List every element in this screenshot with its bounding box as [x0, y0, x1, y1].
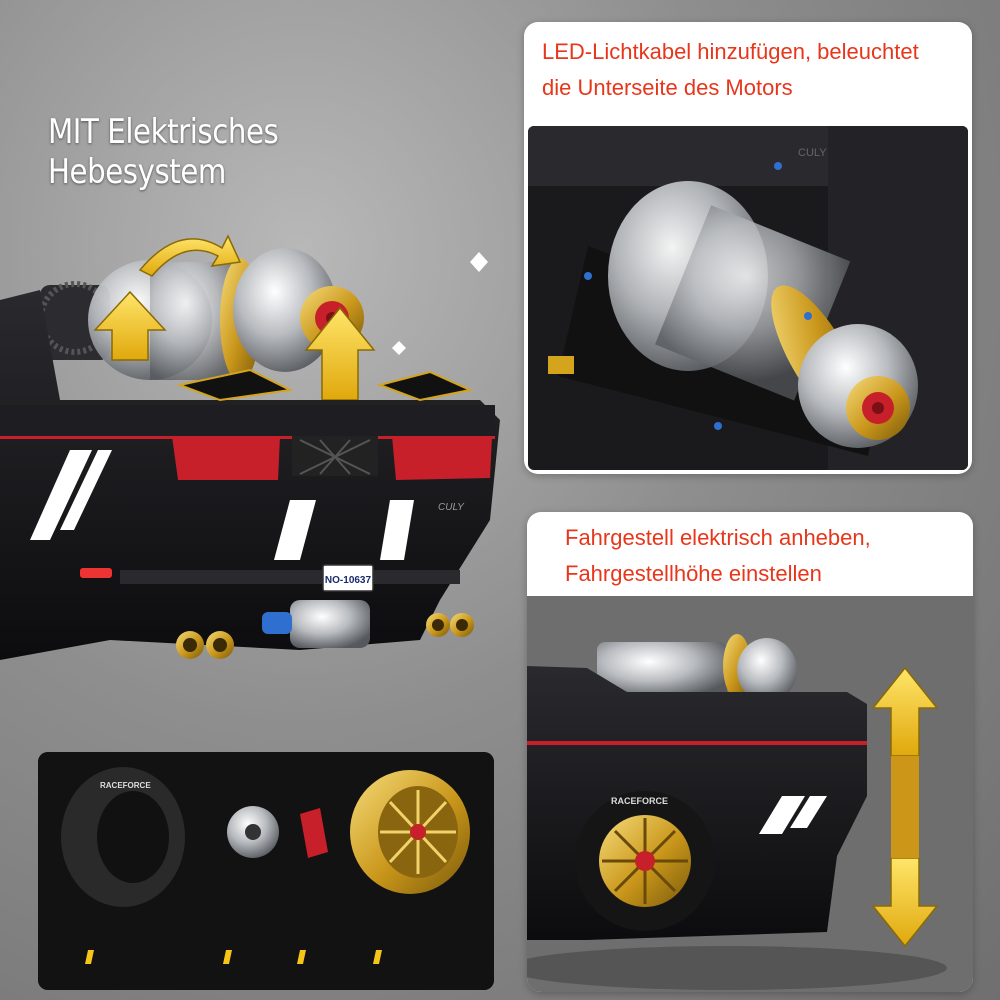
- car-side-lift-photo: RACEFORCE: [527, 596, 973, 992]
- brand-text: CULY: [798, 147, 827, 159]
- gold-rim-part: [350, 770, 470, 894]
- sparkle-icon: [392, 341, 406, 355]
- lift-feature-panel: Fahrgestell elektrisch anheben, Fahrgest…: [527, 512, 973, 992]
- engine-underside-photo: CULY: [528, 126, 968, 470]
- taillight-right: [392, 436, 492, 480]
- tire-brand-text: RACEFORCE: [611, 796, 668, 806]
- taillight-left: [172, 436, 280, 480]
- lift-caption-line1: Fahrgestell elektrisch anheben,: [565, 525, 871, 550]
- lift-caption-line2: Fahrgestellhöhe einstellen: [565, 561, 822, 586]
- brake-disc-part: [227, 806, 279, 858]
- headline: MIT Elektrisches Hebesystem: [48, 112, 279, 192]
- wheel-parts-photo: RACEFORCE: [38, 752, 494, 990]
- brand-badge: CULY: [438, 502, 465, 513]
- led-feature-panel: LED-Lichtkabel hinzufügen, beleuchtet di…: [524, 22, 972, 474]
- wheel-parts-display: RACEFORCE: [38, 752, 494, 990]
- led-caption: LED-Lichtkabel hinzufügen, beleuchtet di…: [524, 22, 972, 120]
- led-caption-line2: die Unterseite des Motors: [542, 75, 793, 100]
- brake-caliper-part: [300, 808, 328, 858]
- lift-caption: Fahrgestell elektrisch anheben, Fahrgest…: [527, 512, 973, 592]
- license-plate: NO-10637: [322, 564, 374, 592]
- lift-arrows: [93, 234, 376, 401]
- height-adjust-arrow-icon: [871, 666, 939, 948]
- tire-part-brand: RACEFORCE: [100, 781, 151, 790]
- tire-part: RACEFORCE: [61, 767, 185, 907]
- sparkle-icon: [470, 252, 488, 272]
- car-body: [0, 290, 500, 660]
- led-caption-line1: LED-Lichtkabel hinzufügen, beleuchtet: [542, 39, 919, 64]
- plate-text: NO-10637: [325, 575, 372, 586]
- engine: [38, 248, 364, 382]
